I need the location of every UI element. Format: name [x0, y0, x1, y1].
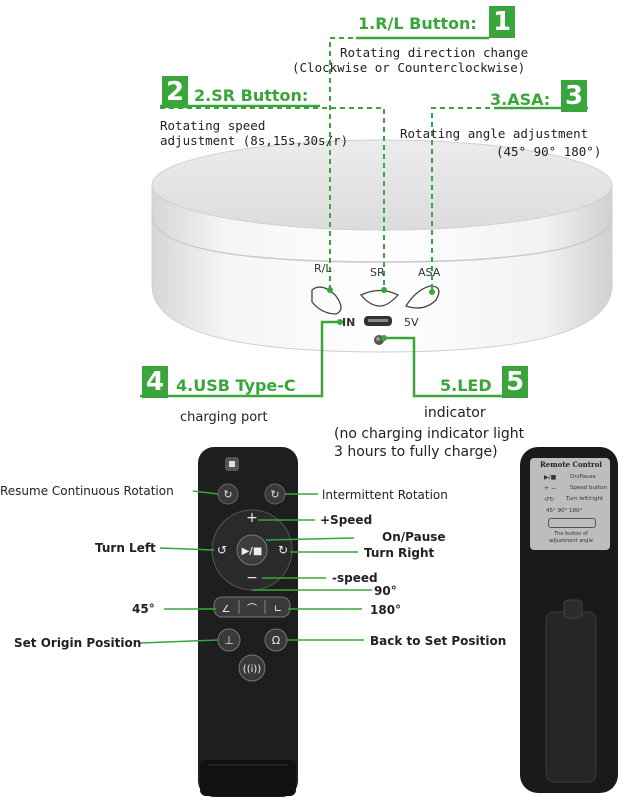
svg-text:⌒: ⌒ — [247, 603, 257, 615]
sr-callout-desc2: adjustment (8s,15s,30s/r) — [160, 133, 349, 148]
usb-callout-title: 4.USB Type-C — [176, 376, 296, 395]
svg-text:⊥: ⊥ — [224, 634, 234, 647]
back-remote-row-play: ▶/■ — [544, 474, 557, 481]
port-5v-label: 5V — [404, 316, 419, 329]
asa-callout-desc1: Rotating angle adjustment — [400, 126, 589, 141]
led-callout-desc3: 3 hours to fully charge) — [334, 444, 498, 460]
sr-callout-desc1: Rotating speed — [160, 118, 266, 133]
svg-text:↻: ↻ — [278, 543, 288, 557]
led-callout-number: 5 — [502, 366, 528, 398]
asa-button-shape — [405, 285, 440, 309]
asa-callout-title: 3.ASA: — [490, 90, 551, 109]
label-resume: Resume Continuous Rotation — [0, 484, 174, 498]
label-minus-speed: -speed — [332, 571, 378, 585]
svg-text:Ω: Ω — [272, 634, 280, 647]
back-remote-angle-bar — [548, 518, 596, 528]
angle-bar — [213, 596, 291, 618]
label-90: 90° — [374, 584, 397, 598]
sr-button-shape — [359, 289, 400, 307]
turntable-body — [151, 184, 613, 353]
resume-button — [217, 483, 239, 505]
label-45: 45° — [132, 602, 155, 616]
set-origin-button — [217, 628, 241, 652]
back-remote-angles: 45° 90° 180° — [546, 508, 583, 514]
play-pause-button — [236, 534, 268, 566]
back-remote-row1: On/Pause — [570, 474, 596, 480]
svg-text:↻: ↻ — [223, 488, 232, 501]
label-back-to-set: Back to Set Position — [370, 634, 507, 648]
sr-callout-title: 2.SR Button: — [194, 86, 309, 105]
svg-text:((i)): ((i)) — [243, 664, 261, 675]
asa-button-label: ASA — [418, 266, 441, 279]
battery-cover — [545, 611, 597, 783]
rl-callout-desc2: (Clockwise or Counterclockwise) — [292, 60, 526, 75]
remote-body — [198, 447, 298, 797]
usb-callout-number: 4 — [142, 366, 168, 398]
svg-text:▶/■: ▶/■ — [242, 546, 263, 557]
intermittent-button — [264, 483, 286, 505]
port-in-label: IN — [342, 316, 356, 329]
svg-text:−: − — [246, 570, 258, 586]
svg-text:∠: ∠ — [222, 604, 231, 615]
dpad-ring — [211, 509, 293, 591]
back-remote-row2: Speed button — [570, 485, 608, 491]
asa-callout-desc2: (45° 90° 180°) — [496, 144, 602, 159]
led-callout-title: 5.LED — [440, 376, 492, 395]
svg-text:+: + — [246, 510, 258, 526]
label-on-pause: On/Pause — [382, 530, 446, 544]
sr-callout-number: 2 — [162, 76, 188, 108]
led-callout-desc1: indicator — [424, 405, 486, 421]
label-turn-right: Turn Right — [364, 546, 435, 560]
back-remote-note2: adjustment angle — [549, 538, 593, 544]
back-remote-row-plusminus: + − — [544, 485, 556, 492]
led-callout-desc2: (no charging indicator light — [334, 426, 525, 442]
back-remote-row3: Turn left/right — [566, 496, 604, 502]
svg-text:↺: ↺ — [217, 543, 227, 557]
label-plus-speed: +Speed — [320, 513, 373, 527]
bottom-round-button — [238, 654, 266, 682]
svg-text:∟: ∟ — [274, 604, 282, 615]
back-remote-title: Remote Control — [539, 460, 603, 469]
rl-callout-number: 1 — [489, 6, 515, 38]
usb-callout-desc: charging port — [180, 410, 268, 425]
turntable-illustration — [140, 36, 613, 398]
rl-button-shape — [311, 286, 342, 315]
rl-button-label: R/L — [314, 262, 332, 275]
back-remote-note1: The button of — [554, 531, 588, 537]
label-turn-left: Turn Left — [95, 541, 156, 555]
label-180: 180° — [370, 603, 402, 617]
back-to-set-button — [264, 628, 288, 652]
rl-callout-desc1: Rotating direction change — [340, 45, 529, 60]
rl-callout-title: 1.R/L Button: — [358, 14, 477, 33]
back-remote-row-turn: ↺↻ — [544, 496, 555, 503]
svg-text:↻: ↻ — [270, 488, 279, 501]
label-intermittent: lntermittent Rotation — [322, 488, 448, 502]
asa-callout-number: 3 — [561, 80, 587, 112]
sr-button-label: SR — [370, 266, 385, 279]
label-set-origin: Set Origin Position — [14, 636, 142, 650]
turntable-top — [151, 139, 613, 231]
